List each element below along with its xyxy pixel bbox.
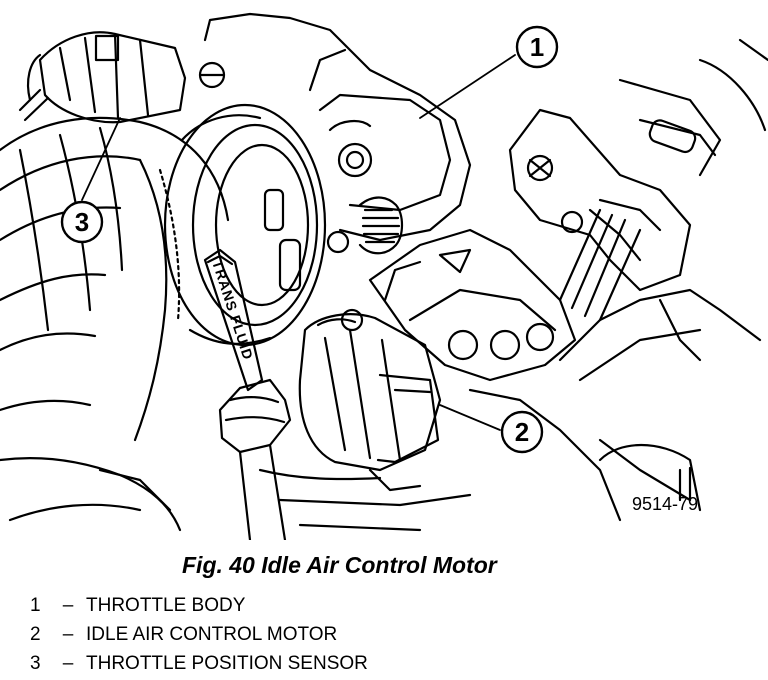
air-intake-hose	[0, 116, 230, 532]
throttle-body	[163, 12, 472, 347]
legend: 1 – THROTTLE BODY 2 – IDLE AIR CONTROL M…	[30, 591, 368, 678]
figure-code: 9514-79	[632, 494, 698, 514]
legend-separator: –	[62, 653, 74, 674]
legend-number: 1	[30, 595, 41, 616]
engine-block	[98, 288, 762, 532]
idle-air-control-motor	[298, 313, 442, 492]
legend-number: 2	[30, 624, 41, 645]
legend-item: 1 – THROTTLE BODY	[30, 591, 368, 620]
trans-fluid-tube	[203, 248, 292, 540]
legend-number: 3	[30, 653, 41, 674]
leader-lines	[81, 54, 516, 431]
legend-item: 2 – IDLE AIR CONTROL MOTOR	[30, 620, 368, 649]
legend-label: THROTTLE BODY	[86, 595, 246, 616]
mounting-bracket	[508, 38, 768, 292]
legend-separator: –	[62, 595, 74, 616]
legend-label: THROTTLE POSITION SENSOR	[86, 653, 368, 674]
callout-number-1: 1	[530, 32, 544, 62]
legend-label: IDLE AIR CONTROL MOTOR	[86, 624, 338, 645]
callout-number-3: 3	[75, 207, 89, 237]
legend-separator: –	[62, 624, 74, 645]
callout-number-2: 2	[515, 417, 529, 447]
throttle-position-sensor	[18, 31, 187, 124]
iac-plate	[340, 228, 577, 382]
engine-illustration: 1 2 3 9514-79 TRANS FLUID	[0, 12, 768, 540]
harness-wires	[558, 208, 642, 322]
legend-item: 3 – THROTTLE POSITION SENSOR	[30, 649, 368, 678]
figure-caption: Fig. 40 Idle Air Control Motor	[182, 552, 497, 578]
throttle-spring	[326, 196, 404, 255]
callout-circles	[60, 25, 559, 454]
